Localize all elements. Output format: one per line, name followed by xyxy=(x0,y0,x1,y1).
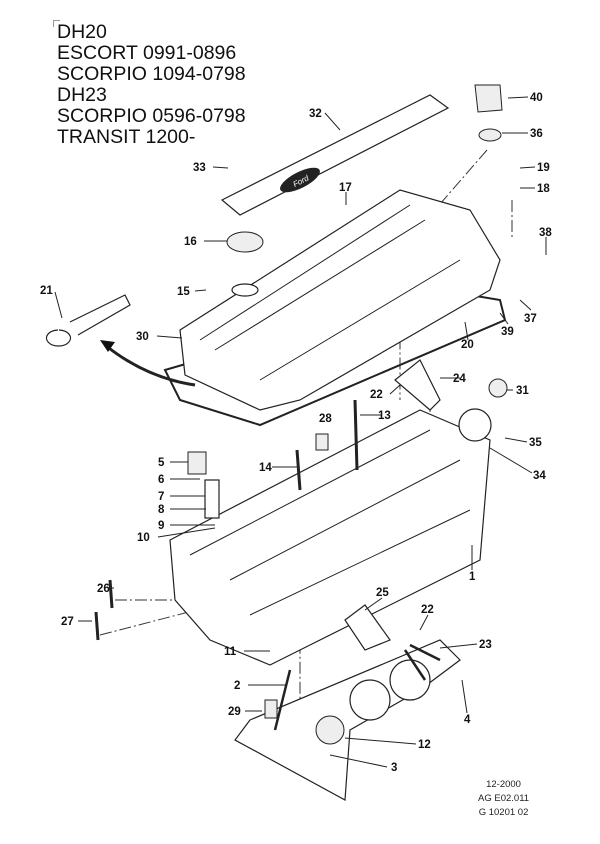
header-line: ESCORT 0991-0896 xyxy=(57,42,237,64)
header-line: DH23 xyxy=(57,84,107,106)
callout-15: 15 xyxy=(177,286,190,298)
bracket-25 xyxy=(344,604,391,651)
callout-22: 22 xyxy=(370,389,383,401)
header-line: SCORPIO 1094-0798 xyxy=(57,63,246,85)
model-applicability-header: DH20 ESCORT 0991-0896 SCORPIO 1094-0798 … xyxy=(57,22,246,148)
drawing-reference: 12-2000 AG E02.011 G 10201 02 xyxy=(478,778,529,820)
ford-logo xyxy=(280,167,320,193)
bolts xyxy=(94,399,359,641)
callout-39: 39 xyxy=(501,326,514,338)
callout-40: 40 xyxy=(530,92,543,104)
callout-4: 4 xyxy=(464,714,471,726)
callout-14: 14 xyxy=(259,462,272,474)
valve-12 xyxy=(315,715,345,745)
callout-8: 8 xyxy=(158,504,165,516)
drawing-ref-g: G 10201 02 xyxy=(478,807,529,818)
callout-1: 1 xyxy=(469,571,476,583)
seal-ring xyxy=(45,294,131,347)
arrow xyxy=(104,343,196,387)
callout-3: 3 xyxy=(391,762,397,774)
callout-19: 19 xyxy=(537,162,550,174)
valve-stem-seal xyxy=(264,699,278,719)
callout-38: 38 xyxy=(539,227,552,239)
callout-9: 9 xyxy=(158,520,164,532)
callout-13: 13 xyxy=(378,410,391,422)
callout-20: 20 xyxy=(461,339,474,351)
callout-26: 26 xyxy=(97,583,110,595)
callout-10: 10 xyxy=(137,532,150,544)
filler-neck xyxy=(231,283,259,297)
callout-35: 35 xyxy=(529,437,542,449)
callout-labels: 32 40 36 33 19 18 17 16 38 15 21 37 39 3… xyxy=(40,92,552,774)
oil-filler-cap xyxy=(226,231,264,253)
callout-30: 30 xyxy=(136,331,149,343)
gasket-bore xyxy=(389,659,431,701)
valve-cover-ribs xyxy=(199,204,461,381)
callout-2: 2 xyxy=(234,680,240,692)
header-line: DH20 xyxy=(57,21,107,43)
callout-32: 32 xyxy=(309,108,322,120)
gasket-bore xyxy=(349,679,391,721)
callout-31: 31 xyxy=(516,385,529,397)
cam-seal-plate xyxy=(458,408,492,442)
callout-21: 21 xyxy=(40,285,53,297)
plug xyxy=(315,433,329,451)
blanking-plug xyxy=(488,378,508,398)
drawing-date: 12-2000 xyxy=(486,779,521,790)
callout-33: 33 xyxy=(193,162,206,174)
callout-23: 23 xyxy=(479,639,492,651)
callout-18: 18 xyxy=(537,183,550,195)
corner-mark xyxy=(53,20,60,27)
cylinder-head-detail xyxy=(189,429,471,616)
lifter xyxy=(187,451,207,475)
header-line: TRANSIT 1200- xyxy=(57,126,196,148)
callout-7: 7 xyxy=(158,491,164,503)
header-line: SCORPIO 0596-0798 xyxy=(57,105,246,127)
callout-12: 12 xyxy=(418,739,431,751)
callout-25: 25 xyxy=(376,587,389,599)
callout-34: 34 xyxy=(533,470,546,482)
callout-27: 27 xyxy=(61,616,74,628)
callout-24: 24 xyxy=(453,373,466,385)
callout-22: 22 xyxy=(421,604,434,616)
leader-lines xyxy=(54,96,547,768)
callout-16: 16 xyxy=(184,236,197,248)
callout-36: 36 xyxy=(530,128,543,140)
breather-valve xyxy=(474,84,503,113)
valve-spring xyxy=(204,479,220,519)
valve-cover xyxy=(179,189,501,411)
callout-11: 11 xyxy=(224,646,237,658)
drawing-ref-ag: AG E02.011 xyxy=(478,793,530,804)
callout-29: 29 xyxy=(228,706,241,718)
callout-6: 6 xyxy=(158,474,164,486)
cylinder-head xyxy=(169,409,491,666)
grommet xyxy=(478,128,502,142)
bracket xyxy=(394,359,441,411)
callout-17: 17 xyxy=(339,182,352,194)
callout-5: 5 xyxy=(158,457,165,469)
callout-28: 28 xyxy=(319,413,332,425)
cover-plate xyxy=(220,94,450,216)
callout-37: 37 xyxy=(524,313,537,325)
valves-and-bolts xyxy=(273,643,441,731)
